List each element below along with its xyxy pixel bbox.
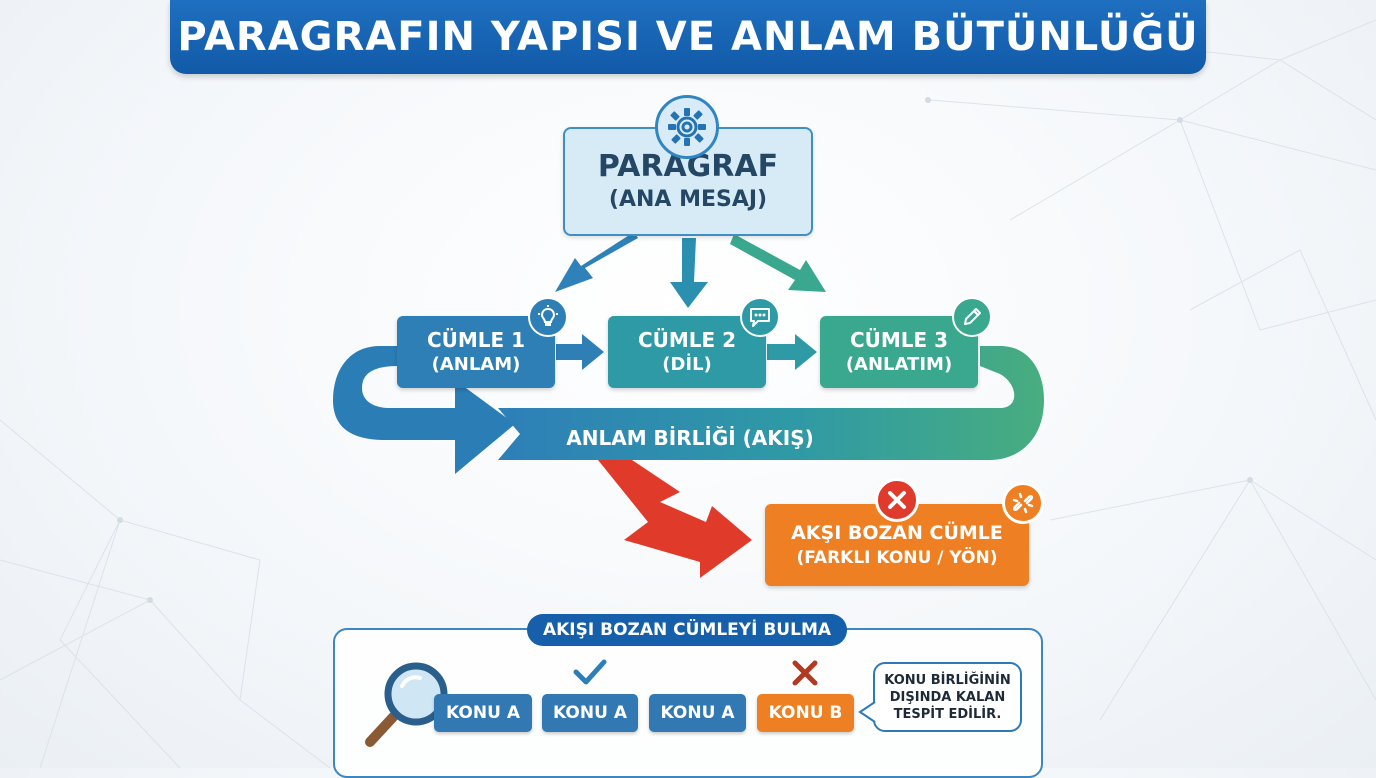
finder-title: AKIŞI BOZAN CÜMLEYİ BULMA [527,614,847,646]
sentence-subtitle: (ANLAM) [431,354,521,375]
sentence-title: CÜMLE 2 [637,328,737,352]
arrow-sentence-1-to-2 [556,334,604,370]
gear-icon [655,95,719,159]
page-title: PARAGRAFIN YAPISI VE ANLAM BÜTÜNLÜĞÜ [177,14,1199,60]
flow-label: ANLAM BİRLİĞİ (AKIŞ) [566,426,814,450]
arrow-sentence-2-to-3 [767,334,817,370]
sentence-title: CÜMLE 1 [426,328,526,352]
paragraph-subtitle: (ANA MESAJ) [608,186,768,212]
note-line: TESPİT EDİLİR. [893,706,1002,722]
check-icon [573,659,607,685]
title-banner: PARAGRAFIN YAPISI VE ANLAM BÜTÜNLÜĞÜ [170,0,1206,74]
note-line: KONU BİRLİĞİNİN [884,672,1011,688]
red-break-arrow [598,460,752,578]
breaking-sentence-title: AKŞI BOZAN CÜMLE [791,522,1003,544]
arrow-paragraph-to-sentence-3 [730,234,826,292]
topic-box-odd: KONU B [757,694,854,732]
sentence-subtitle: (ANLATIM) [845,354,953,375]
broken-link-icon [1002,482,1044,524]
sentence-title: CÜMLE 3 [849,328,949,352]
magnifier-icon [360,656,456,752]
speech-bubble-icon [740,297,780,337]
arrow-paragraph-to-sentence-2 [670,238,708,308]
lightbulb-icon [528,297,568,337]
sentence-box-1: CÜMLE 1 (ANLAM) [397,316,555,388]
breaking-sentence-subtitle: (FARKLI KONU / YÖN) [796,548,998,568]
sentence-box-2: CÜMLE 2 (DİL) [608,316,766,388]
cross-mark-icon [792,660,818,686]
sentence-subtitle: (DİL) [662,354,712,375]
topic-box: KONU A [434,694,532,732]
note-line: DIŞINDA KALAN [889,689,1006,705]
topic-box: KONU A [649,694,746,732]
bubble-tail [858,701,876,723]
pencil-icon [952,297,992,337]
topic-box: KONU A [542,694,638,732]
flow-band-main [498,346,1044,460]
note-bubble: KONU BİRLİĞİNİN DIŞINDA KALAN TESPİT EDİ… [873,662,1022,732]
cross-icon [875,478,919,522]
arrow-paragraph-to-sentence-1 [555,232,638,292]
sentence-box-3: CÜMLE 3 (ANLATIM) [820,316,978,388]
breaking-sentence-box: AKŞI BOZAN CÜMLE (FARKLI KONU / YÖN) [765,504,1029,586]
flow-band [333,346,515,474]
